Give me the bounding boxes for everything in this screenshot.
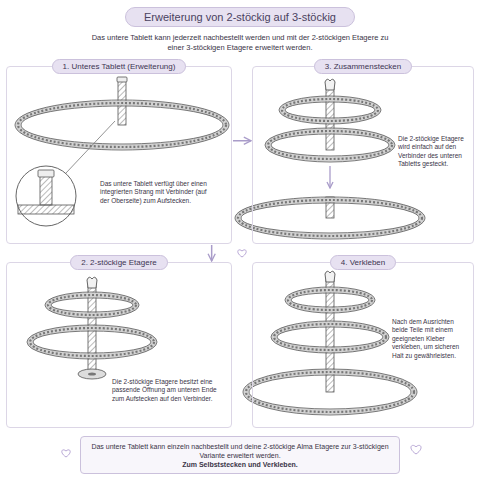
tray-band — [238, 200, 422, 236]
assembly-arrow — [329, 166, 330, 188]
tray — [27, 325, 157, 359]
tulip-knob — [87, 277, 97, 288]
tray — [265, 128, 395, 162]
tray — [285, 287, 375, 313]
opening — [78, 369, 106, 379]
step-heading: 2. 2-stöckige Etagere — [70, 255, 168, 270]
step-heading: 4. Verkleben — [330, 255, 396, 270]
tray-band — [274, 324, 386, 350]
tulip-knob — [325, 79, 335, 90]
step-heading: 3. Zusammenstecken — [314, 59, 412, 74]
tray-inner-edge — [33, 331, 151, 353]
tray-outer-edge — [279, 96, 381, 124]
heart-ornament — [411, 445, 421, 454]
tray-band — [288, 290, 372, 310]
tray-braid — [282, 99, 378, 121]
tray-braid — [288, 290, 372, 310]
tray-band — [30, 328, 154, 356]
tray — [45, 292, 139, 318]
tray-outer-edge — [265, 128, 395, 162]
tray-band — [246, 372, 414, 412]
tray — [271, 321, 389, 353]
tray-inner-edge — [277, 327, 383, 347]
tray — [235, 197, 425, 239]
step-description: Die 2-stöckige Etagere besitzt eine pass… — [112, 378, 228, 403]
zoom-circle — [16, 166, 76, 226]
leader-line — [66, 121, 115, 173]
tray-inner-edge — [285, 102, 375, 118]
tray — [279, 96, 381, 124]
tray-inner-edge — [249, 375, 411, 409]
tray-inner-edge — [51, 298, 133, 312]
tray-outer-edge — [271, 321, 389, 353]
tray-braid — [238, 200, 422, 236]
flow-arrow — [211, 245, 213, 261]
tray-band — [268, 131, 392, 159]
subtitle-area: Das untere Tablett kann jederzeit nachbe… — [90, 33, 390, 53]
note-text: Das untere Tablett kann einzeln nachbest… — [89, 442, 391, 460]
title: Erweiterung von 2-stöckig auf 3-stöckig — [125, 7, 355, 27]
step-description: Die 2-stöckige Etagere wird einfach auf … — [398, 135, 470, 169]
zoom-tray-band — [18, 205, 74, 214]
step-panel: 2. 2-stöckige EtagereDie 2-stöckige Etag… — [6, 262, 232, 428]
tray-band — [18, 103, 226, 147]
step-panel: 4. VerklebenNach dem Ausrichten beide Te… — [252, 262, 474, 428]
tray-outer-edge — [45, 292, 139, 318]
title-band: Erweiterung von 2-stöckig auf 3-stöckig — [0, 7, 480, 27]
step-panel: 3. ZusammensteckenDie 2-stöckige Etagere… — [252, 66, 474, 244]
tray-braid — [30, 328, 154, 356]
tray-inner-edge — [241, 203, 419, 233]
tray — [243, 369, 417, 415]
step-description: Das untere Tablett verfügt über einen in… — [100, 180, 208, 205]
connector-cap — [117, 77, 127, 82]
heart-ornament — [62, 450, 70, 457]
note-emphasis: Zum Selbststecken und Verkleben. — [89, 460, 391, 469]
zoom-strand — [40, 176, 52, 205]
tray-inner-edge — [291, 293, 369, 307]
step-heading: 1. Unteres Tablett (Erweiterung) — [52, 59, 187, 74]
tray-outer-edge — [15, 100, 229, 150]
tray-band — [282, 99, 378, 121]
tray-band — [48, 295, 136, 315]
heart-ornament — [238, 250, 246, 257]
flow-arrow — [233, 140, 251, 142]
tray-inner-edge — [271, 134, 389, 156]
tray-braid — [48, 295, 136, 315]
tray-braid — [246, 372, 414, 412]
tray-inner-edge — [21, 106, 223, 144]
tray-outer-edge — [235, 197, 425, 239]
tulip-knob — [325, 271, 335, 282]
subtitle-text: Das untere Tablett kann jederzeit nachbe… — [90, 33, 390, 53]
tray-braid — [268, 131, 392, 159]
tray-outer-edge — [285, 287, 375, 313]
illustration-group — [15, 77, 425, 457]
note-box: Das untere Tablett kann einzeln nachbest… — [80, 436, 400, 474]
tray-braid — [274, 324, 386, 350]
tray-outer-edge — [27, 325, 157, 359]
tray-braid — [18, 103, 226, 147]
step-panel: 1. Unteres Tablett (Erweiterung)Das unte… — [6, 66, 232, 244]
tray — [15, 100, 229, 150]
step-description: Nach dem Ausrichten beide Teile mit eine… — [392, 318, 470, 360]
zoom-connector — [38, 170, 54, 177]
tray-outer-edge — [243, 369, 417, 415]
opening-hole — [88, 372, 96, 375]
